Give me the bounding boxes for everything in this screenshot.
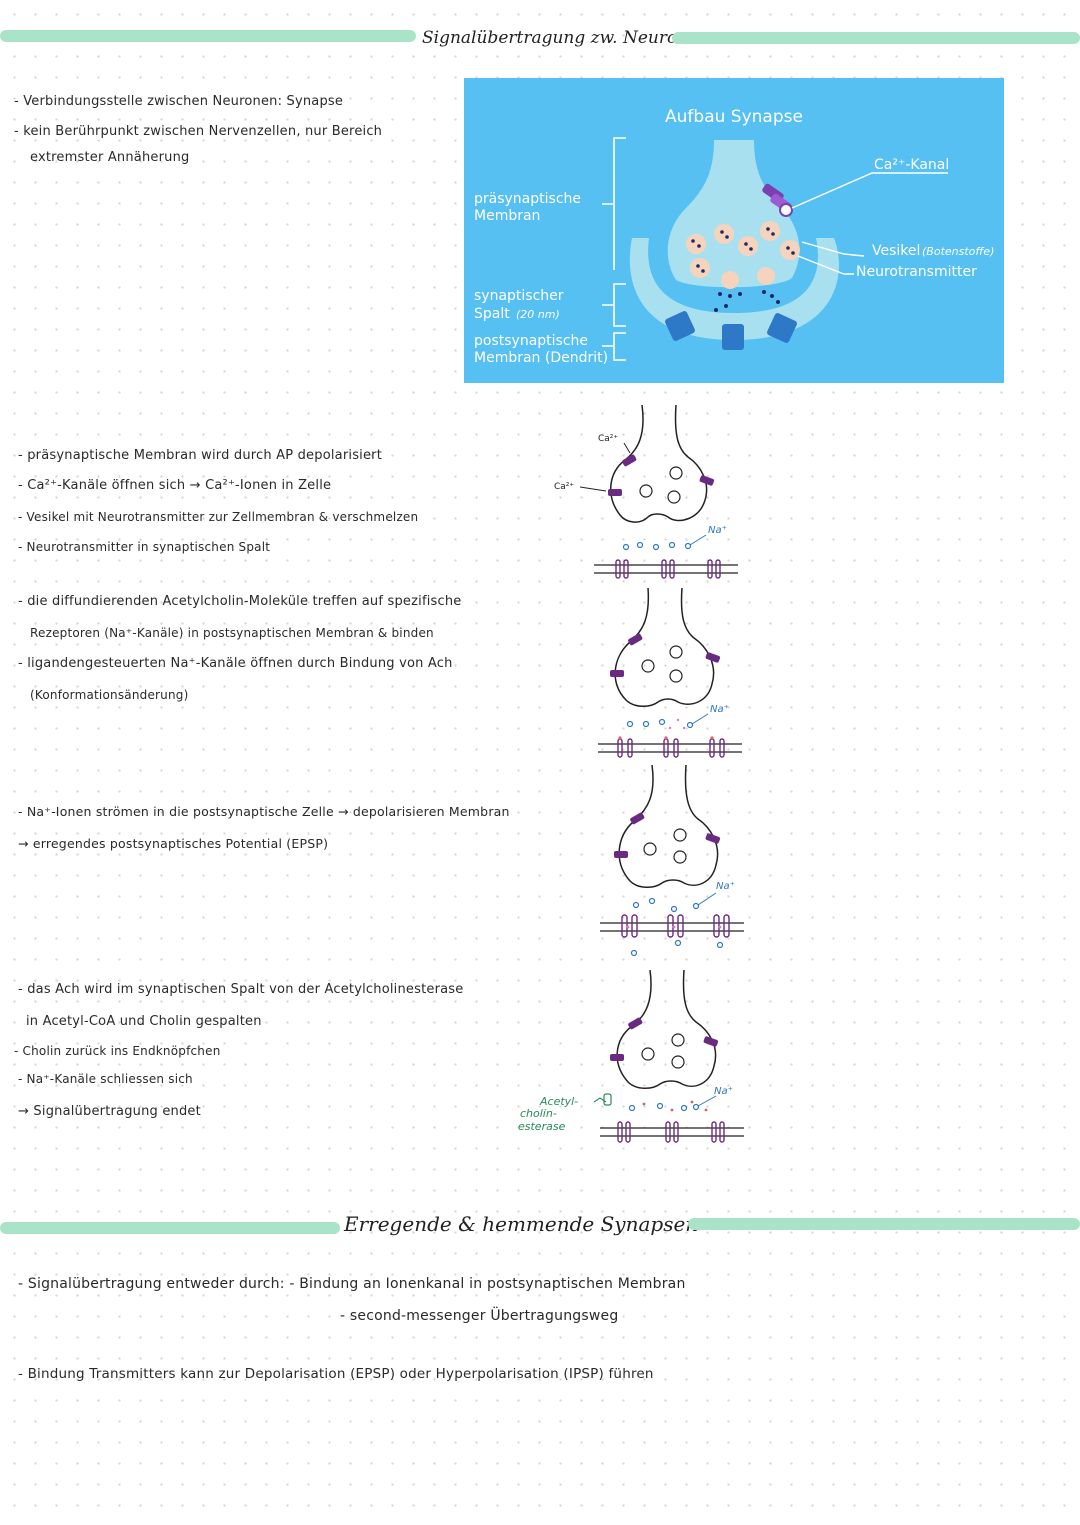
highlight-bar-right [672,32,1080,44]
step4-line-3: - Cholin zurück ins Endknöpfchen [14,1044,221,1058]
step2-figure: Na⁺ [598,588,742,758]
step3-line-1: - Na⁺-Ionen strömen in die postsynaptisc… [18,804,510,819]
intro-line-2: - kein Berührpunkt zwischen Nervenzellen… [14,124,383,139]
step1-na: Na⁺ [708,525,727,536]
presynaptic-bracket [602,137,626,270]
highlight-bar-left-2 [0,1222,340,1234]
step4-enzyme-2: cholin- [520,1107,557,1120]
step1-figure: Ca²⁺ Ca²⁺ Na⁺ [554,405,738,579]
label-postsynaptic-2: Membran (Dendrit) [474,350,608,366]
label-presynaptic-2: Membran [474,208,540,224]
label-ca-channel: Ca²⁺-Kanal [874,157,949,173]
step1-line-4: - Neurotransmitter in synaptischen Spalt [18,540,271,554]
section2-line-3: - Bindung Transmitters kann zur Depolari… [18,1366,654,1382]
vesicle-leader [801,241,865,257]
ca-channel-leader [791,172,948,209]
section2-line-2: - second-messenger Übertragungsweg [340,1308,619,1324]
step4-line-1: - das Ach wird im synaptischen Spalt von… [18,982,464,997]
cleft-bracket [602,283,626,327]
step1-line-1: - präsynaptische Membran wird durch AP d… [18,448,383,463]
step1-line-3: - Vesikel mit Neurotransmitter zur Zellm… [18,510,419,524]
step4-enzyme-1: Acetyl- [539,1095,578,1108]
step2-line-3: - ligandengesteuerten Na⁺-Kanäle öffnen … [18,656,453,671]
label-cleft-note: (20 nm) [516,308,560,321]
neurotransmitter-leader [797,255,854,275]
synapse-diagram: Aufbau Synapse [464,78,1004,383]
intro-line-3: extremster Annäherung [30,150,190,165]
step2-line-4: (Konformationsänderung) [30,688,189,702]
label-neurotransmitter: Neurotransmitter [856,264,977,280]
step4-na: Na⁺ [714,1086,733,1097]
label-cleft-2: Spalt [474,306,510,322]
step2-line-2: Rezeptoren (Na⁺-Kanäle) in postsynaptisc… [30,626,434,640]
receptor-icons [665,311,797,350]
section2-line-1: - Signalübertragung entweder durch: - Bi… [18,1276,686,1292]
presynaptic-terminal [667,140,800,288]
step1-line-2: - Ca²⁺-Kanäle öffnen sich → Ca²⁺-Ionen i… [18,478,332,493]
section-title: Signalübertragung zw. Neuronen [422,28,710,48]
step2-line-1: - die diffundierenden Acetylcholin-Molek… [18,594,462,609]
label-vesicle: Vesikel [872,243,920,259]
step2-na: Na⁺ [710,704,729,715]
synapse-diagram-svg: Aufbau Synapse [474,107,994,366]
calcium-ion-icon [779,203,793,217]
neurotransmitter-dots [714,290,780,312]
label-postsynaptic-1: postsynaptische [474,333,588,349]
label-presynaptic-1: präsynaptische [474,191,581,207]
step4-line-5: → Signalübertragung endet [18,1104,201,1119]
step3-na: Na⁺ [716,881,735,892]
step1-ca-top: Ca²⁺ [598,434,618,444]
vesicle-icons [686,221,800,289]
postsynaptic-bracket [602,332,626,361]
section2-title: Erregende & hemmende Synapsen [344,1212,699,1236]
step4-enzyme-3: esterase [518,1120,566,1133]
intro-line-1: - Verbindungsstelle zwischen Neuronen: S… [14,94,344,109]
label-vesicle-note: (Botenstoffe) [922,245,994,258]
step4-figure: Acetyl- cholin- esterase Na⁺ [518,970,744,1143]
step4-line-2: in Acetyl-CoA und Cholin gespalten [26,1014,262,1029]
step3-line-2: → erregendes postsynaptisches Potential … [18,836,329,851]
highlight-bar-right-2 [688,1218,1080,1230]
step1-ca-left: Ca²⁺ [554,482,574,492]
diagram-title: Aufbau Synapse [665,107,803,127]
step4-line-4: - Na⁺-Kanäle schliessen sich [18,1072,193,1086]
highlight-bar-left [0,30,416,42]
step3-figure: Na⁺ [600,765,744,957]
label-cleft-1: synaptischer [474,288,564,304]
